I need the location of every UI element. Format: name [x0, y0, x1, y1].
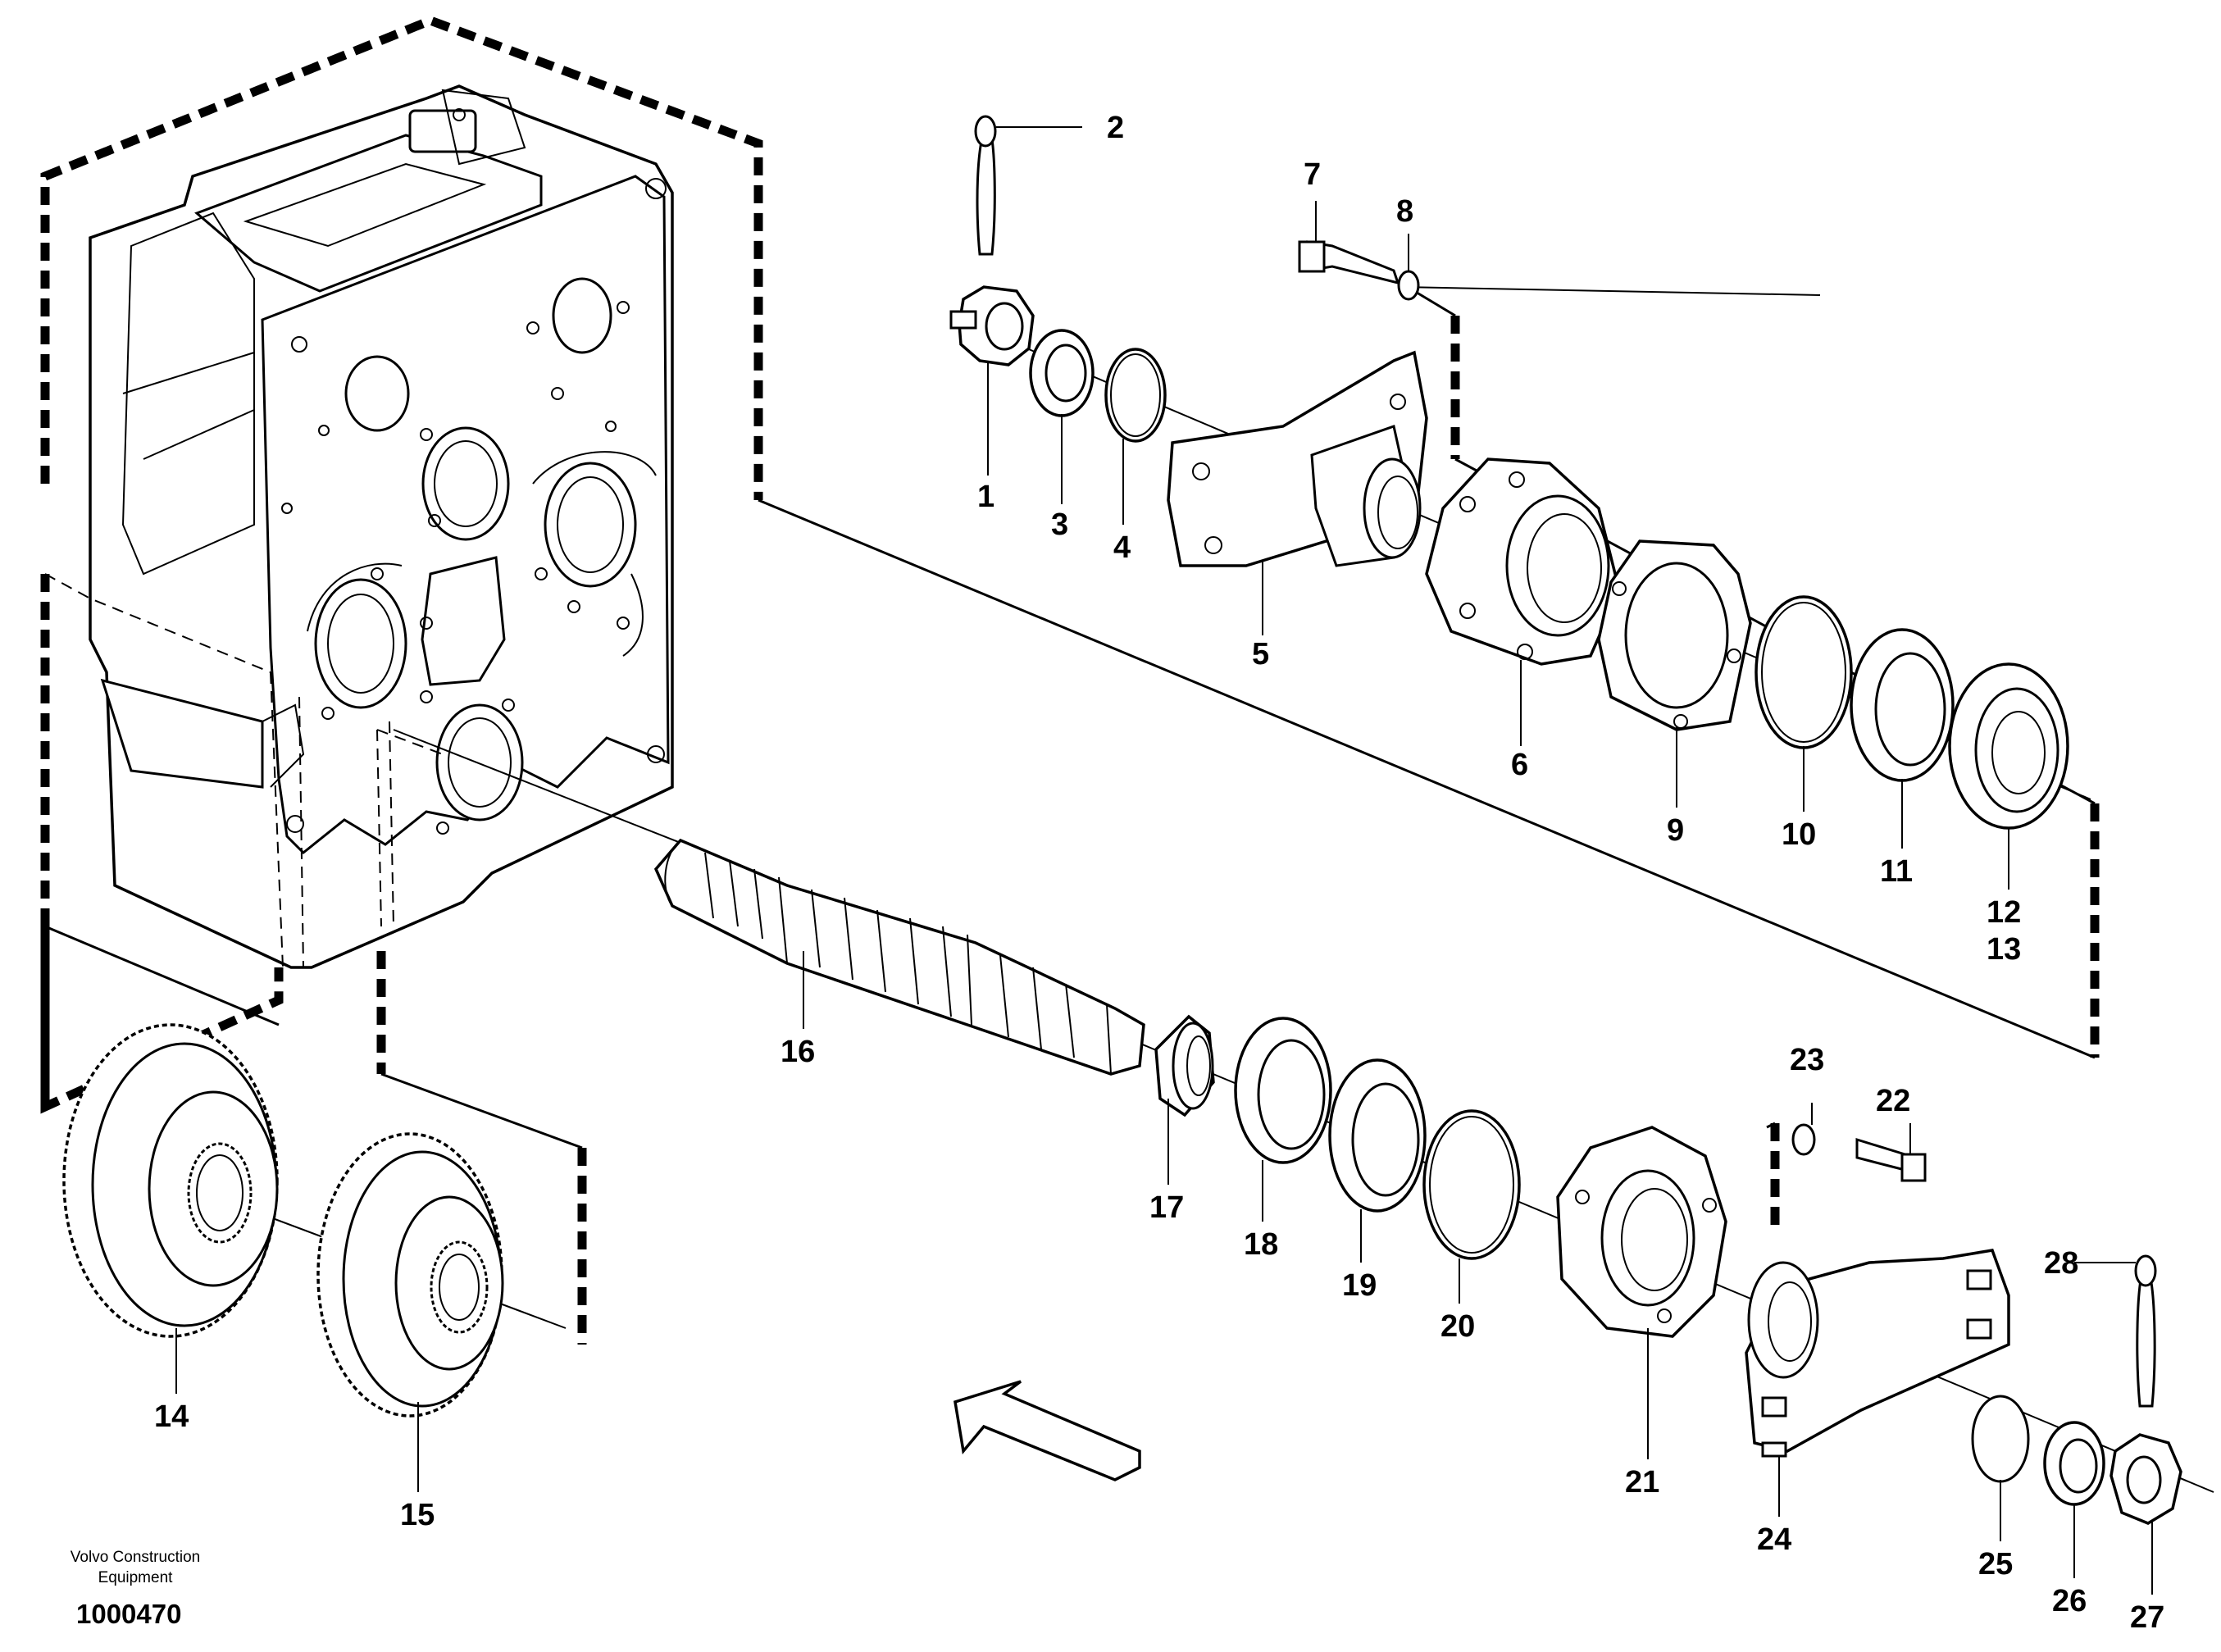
gear-14-icon	[62, 1023, 279, 1338]
part-label-25: 25	[1978, 1547, 2013, 1581]
yoke-flange-icon	[1167, 350, 1428, 567]
lower-o-ring-icon	[1422, 1109, 1521, 1260]
upper-flange-assembly	[949, 115, 2069, 830]
direction-arrow-icon	[953, 1380, 1141, 1481]
part-label-12: 12	[1987, 895, 2021, 930]
o-ring-icon	[1104, 348, 1167, 443]
part-label-15: 15	[400, 1498, 435, 1532]
lower-seal-icon	[1328, 1058, 1427, 1213]
part-labels: 2 1 3 4 5 7 8 6 9 10 11 12 13 14 15 16 1…	[154, 111, 2164, 1635]
large-o-ring-icon	[1754, 595, 1853, 749]
bearing-cup-icon	[1234, 1017, 1332, 1164]
part-label-23: 23	[1790, 1043, 1824, 1077]
lower-castle-nut-icon	[2109, 1433, 2182, 1525]
bearing-cone-icon	[1154, 1014, 1215, 1117]
washer-icon	[1029, 329, 1095, 417]
credit-line-1: Volvo Construction	[71, 1549, 200, 1566]
shaft-assembly	[653, 838, 2182, 1525]
lower-bearing-housing-icon	[1556, 1126, 1727, 1338]
part-label-6: 6	[1511, 748, 1528, 782]
lower-small-o-ring-icon	[1971, 1395, 2030, 1483]
part-label-19: 19	[1342, 1268, 1377, 1303]
housing-bolt-holes	[281, 108, 667, 835]
part-label-7: 7	[1304, 157, 1321, 192]
part-label-17: 17	[1149, 1190, 1184, 1225]
credit-line-2: Equipment	[98, 1569, 174, 1586]
part-label-16: 16	[781, 1035, 815, 1069]
gear-15-icon	[316, 1132, 504, 1418]
part-label-27: 27	[2130, 1600, 2164, 1635]
castle-nut-icon	[949, 285, 1035, 366]
gearbox-housing	[40, 16, 763, 1114]
lower-small-washer-icon	[1791, 1123, 1816, 1156]
part-label-28: 28	[2044, 1246, 2078, 1281]
leader-lines	[175, 126, 2153, 1595]
small-washer-icon	[1397, 270, 1420, 301]
split-pin-icon	[974, 115, 997, 256]
lower-bolt-icon	[1855, 1137, 1927, 1182]
part-label-5: 5	[1252, 637, 1269, 671]
part-label-4: 4	[1113, 530, 1131, 565]
part-label-10: 10	[1782, 817, 1816, 852]
part-label-26: 26	[2052, 1584, 2087, 1618]
drawing-credit: Volvo Construction Equipment 1000470	[71, 1549, 200, 1629]
part-label-9: 9	[1667, 813, 1684, 848]
part-label-22: 22	[1876, 1084, 1910, 1118]
drawing-number: 1000470	[76, 1599, 181, 1629]
lower-split-pin-icon	[2134, 1254, 2157, 1408]
part-label-2: 2	[1107, 111, 1124, 145]
lower-washer-icon	[2043, 1421, 2105, 1506]
part-label-14: 14	[154, 1399, 189, 1434]
part-label-3: 3	[1051, 507, 1068, 542]
part-label-20: 20	[1440, 1309, 1475, 1344]
part-label-1: 1	[977, 480, 994, 514]
splined-shaft-icon	[653, 838, 1145, 1076]
gasket-icon	[1597, 539, 1752, 731]
part-label-24: 24	[1757, 1522, 1791, 1557]
gears	[62, 1023, 504, 1418]
bearing-icon	[1948, 662, 2069, 830]
bearing-housing-icon	[1425, 457, 1621, 666]
part-label-13: 13	[1987, 932, 2021, 967]
part-label-18: 18	[1244, 1227, 1278, 1262]
lower-yoke-flange-icon	[1745, 1249, 2010, 1458]
part-label-11: 11	[1880, 854, 1913, 889]
seal-icon	[1850, 628, 1955, 782]
part-label-21: 21	[1625, 1465, 1659, 1500]
part-label-8: 8	[1396, 194, 1413, 229]
bolt-icon	[1298, 240, 1400, 285]
